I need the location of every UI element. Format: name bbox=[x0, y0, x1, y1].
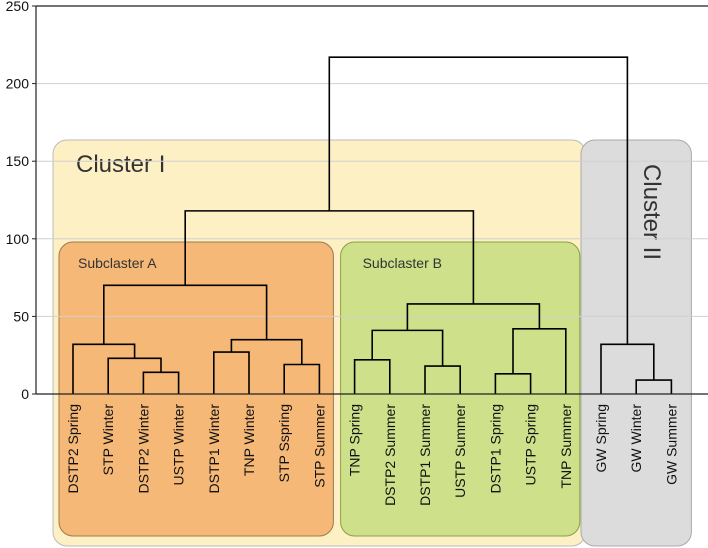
region-box bbox=[58, 241, 334, 537]
y-axis: 0 50 100 150 200 250 bbox=[6, 0, 708, 402]
leaf-label: STP Summer bbox=[311, 404, 327, 488]
leaf-label: TNP Winter bbox=[241, 404, 257, 476]
leaf-label: TNP Summer bbox=[558, 404, 574, 489]
region-title: Cluster II bbox=[638, 164, 665, 260]
leaf-label: STP Winter bbox=[100, 404, 116, 476]
region-title: Subclaster A bbox=[78, 255, 157, 271]
region-title: Subclaster B bbox=[363, 255, 442, 271]
leaf-label: DSTP1 Summer bbox=[417, 404, 433, 506]
leaf-label: DSTP2 Winter bbox=[135, 404, 151, 494]
y-tick-label: 100 bbox=[6, 231, 30, 247]
leaf-label: GW Summer bbox=[663, 404, 679, 485]
region-box bbox=[580, 139, 692, 547]
leaf-labels: DSTP2 Spring STP Winter DSTP2 Winter USTP W… bbox=[65, 404, 679, 506]
y-tick-label: 250 bbox=[6, 0, 30, 14]
leaf-label: TNP Spring bbox=[347, 404, 363, 476]
dendrogram-tree bbox=[72, 56, 673, 394]
leaf-label: DSTP1 Winter bbox=[206, 404, 222, 494]
leaf-label: GW Winter bbox=[628, 404, 644, 473]
leaf-label: STP Sspring bbox=[276, 404, 292, 482]
region-title: Cluster I bbox=[76, 151, 165, 178]
y-tick-label: 150 bbox=[6, 153, 30, 169]
leaf-label: USTP Summer bbox=[452, 404, 468, 498]
cluster-regions: Cluster I Cluster II Subclaster A Subclaste… bbox=[52, 139, 692, 547]
leaf-label: USTP Winter bbox=[171, 404, 187, 486]
leaf-label: GW Spring bbox=[593, 404, 609, 472]
y-tick-label: 50 bbox=[13, 308, 29, 324]
y-tick-label: 200 bbox=[6, 76, 30, 92]
leaf-label: DSTP2 Spring bbox=[65, 404, 81, 493]
dendrogram-link bbox=[328, 56, 629, 345]
leaf-label: USTP Spring bbox=[523, 404, 539, 485]
grid bbox=[36, 83, 708, 317]
leaf-label: DSTP2 Summer bbox=[382, 404, 398, 506]
leaf-label: DSTP1 Spring bbox=[487, 404, 503, 493]
y-tick-label: 0 bbox=[21, 386, 29, 402]
